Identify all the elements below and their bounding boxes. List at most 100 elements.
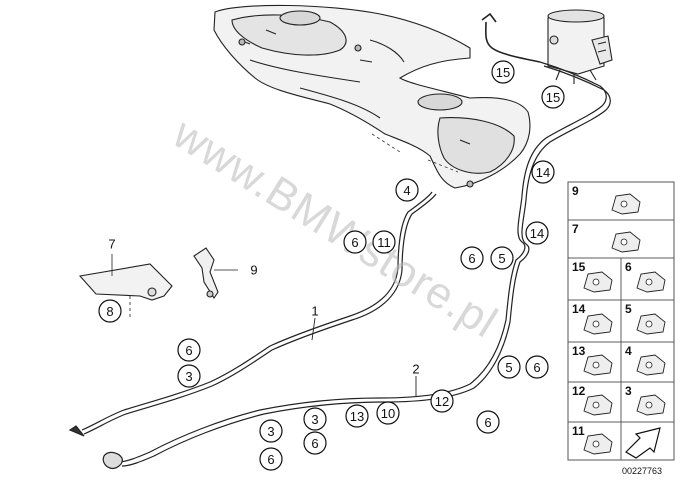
callout-number: 12 bbox=[435, 394, 449, 409]
clip-hole-icon bbox=[645, 320, 653, 328]
callout-circle bbox=[345, 404, 369, 428]
leader-line bbox=[311, 317, 316, 341]
panel-cell-number: 12 bbox=[572, 384, 586, 398]
callout-15: 15 bbox=[541, 85, 565, 109]
callout-circle bbox=[541, 85, 565, 109]
panel-cell-number: 7 bbox=[572, 222, 579, 236]
callout-6: 6 bbox=[525, 355, 549, 379]
callout-circle bbox=[372, 230, 396, 254]
panel-cell-14: 14 bbox=[567, 299, 622, 343]
part-label-2: 2 bbox=[412, 362, 419, 377]
callout-4: 4 bbox=[395, 178, 419, 202]
callout-11: 11 bbox=[372, 230, 396, 254]
clip-hole-icon bbox=[645, 278, 653, 286]
panel-cell-13: 13 bbox=[567, 341, 622, 383]
fuel-line-2 bbox=[102, 61, 611, 469]
callout-number: 13 bbox=[350, 409, 364, 424]
callout-number: 8 bbox=[106, 304, 113, 319]
callout-number: 3 bbox=[267, 424, 274, 439]
part-label-1: 1 bbox=[311, 304, 318, 319]
callout-6: 6 bbox=[343, 230, 367, 254]
plain-label-group: 7 9 1 2 bbox=[108, 237, 420, 396]
callout-number: 14 bbox=[536, 165, 550, 180]
panel-cell-5: 5 bbox=[620, 299, 675, 343]
callout-10: 10 bbox=[376, 401, 400, 425]
panel-cell-number: 13 bbox=[572, 344, 586, 358]
panel-cell-11: 11 bbox=[567, 421, 622, 461]
panel-cell-3: 3 bbox=[620, 381, 675, 423]
callout-number: 6 bbox=[533, 360, 540, 375]
panel-cell-number: 5 bbox=[625, 302, 632, 316]
callout-number: 4 bbox=[403, 183, 410, 198]
callout-6: 6 bbox=[177, 338, 201, 362]
callout-circle bbox=[395, 178, 419, 202]
callout-circle bbox=[177, 338, 201, 362]
callout-circle bbox=[476, 410, 500, 434]
fuel-line-1 bbox=[68, 191, 437, 437]
callout-circle bbox=[259, 447, 283, 471]
clip-hole-icon bbox=[592, 361, 600, 369]
callout-15: 15 bbox=[491, 60, 515, 84]
clip-hole-icon bbox=[592, 440, 600, 448]
panel-cell-12: 12 bbox=[567, 381, 622, 423]
callout-circle bbox=[259, 419, 283, 443]
callout-number: 6 bbox=[185, 343, 192, 358]
panel-arrow-cell bbox=[620, 421, 675, 461]
callout-number: 5 bbox=[505, 360, 512, 375]
clip-hole-icon bbox=[645, 361, 653, 369]
diagram-number: 00227763 bbox=[622, 466, 662, 476]
clip-hole-icon bbox=[592, 401, 600, 409]
part-label-7: 7 bbox=[108, 237, 115, 252]
callout-number: 3 bbox=[185, 369, 192, 384]
callout-number: 15 bbox=[496, 65, 510, 80]
callout-number: 15 bbox=[546, 90, 560, 105]
panel-cell-number: 3 bbox=[625, 384, 632, 398]
panel-cell-number: 4 bbox=[625, 344, 632, 358]
callout-circle bbox=[531, 160, 555, 184]
callout-6: 6 bbox=[259, 447, 283, 471]
parts-panel: 9 7 15 6 14 5 13 4 12 3 11 bbox=[567, 181, 675, 461]
callout-circle bbox=[525, 221, 549, 245]
clip-hole-icon bbox=[620, 238, 628, 246]
callout-circle bbox=[303, 431, 327, 455]
callout-13: 13 bbox=[345, 404, 369, 428]
part-label-9: 9 bbox=[250, 263, 257, 278]
panel-cell-15: 15 bbox=[567, 257, 622, 301]
arrow-symbol-icon bbox=[625, 427, 661, 459]
callout-circle bbox=[98, 299, 122, 323]
callout-5: 5 bbox=[490, 246, 514, 270]
callout-3: 3 bbox=[177, 364, 201, 388]
bracket-part-9 bbox=[193, 247, 238, 300]
panel-cell-number: 9 bbox=[572, 184, 579, 198]
callout-number: 14 bbox=[530, 226, 544, 241]
callout-number: 6 bbox=[468, 251, 475, 266]
callout-6: 6 bbox=[476, 410, 500, 434]
panel-cell-number: 15 bbox=[572, 260, 586, 274]
callout-14: 14 bbox=[531, 160, 555, 184]
canister-hose bbox=[481, 12, 541, 63]
tank-dashed-leaders bbox=[371, 133, 459, 173]
callout-circle bbox=[525, 355, 549, 379]
callout-circle bbox=[177, 364, 201, 388]
clip-hole-icon bbox=[592, 320, 600, 328]
fuel-tank bbox=[213, 4, 531, 189]
panel-cell-number: 11 bbox=[572, 424, 585, 438]
callout-number: 3 bbox=[311, 412, 318, 427]
callout-8: 8 bbox=[98, 299, 122, 323]
panel-cell-number: 6 bbox=[625, 260, 632, 274]
callout-12: 12 bbox=[430, 389, 454, 413]
callout-number: 5 bbox=[498, 251, 505, 266]
callout-circle bbox=[376, 401, 400, 425]
callout-14: 14 bbox=[525, 221, 549, 245]
clip-hole-icon bbox=[645, 401, 653, 409]
clip-hole-icon bbox=[620, 200, 628, 208]
panel-cell-number: 14 bbox=[572, 302, 586, 316]
callout-3: 3 bbox=[259, 419, 283, 443]
callout-number: 6 bbox=[484, 415, 491, 430]
callout-circle bbox=[490, 246, 514, 270]
heat-shield-part-7 bbox=[78, 254, 173, 320]
callout-3: 3 bbox=[303, 407, 327, 431]
clip-hole-icon bbox=[592, 278, 600, 286]
